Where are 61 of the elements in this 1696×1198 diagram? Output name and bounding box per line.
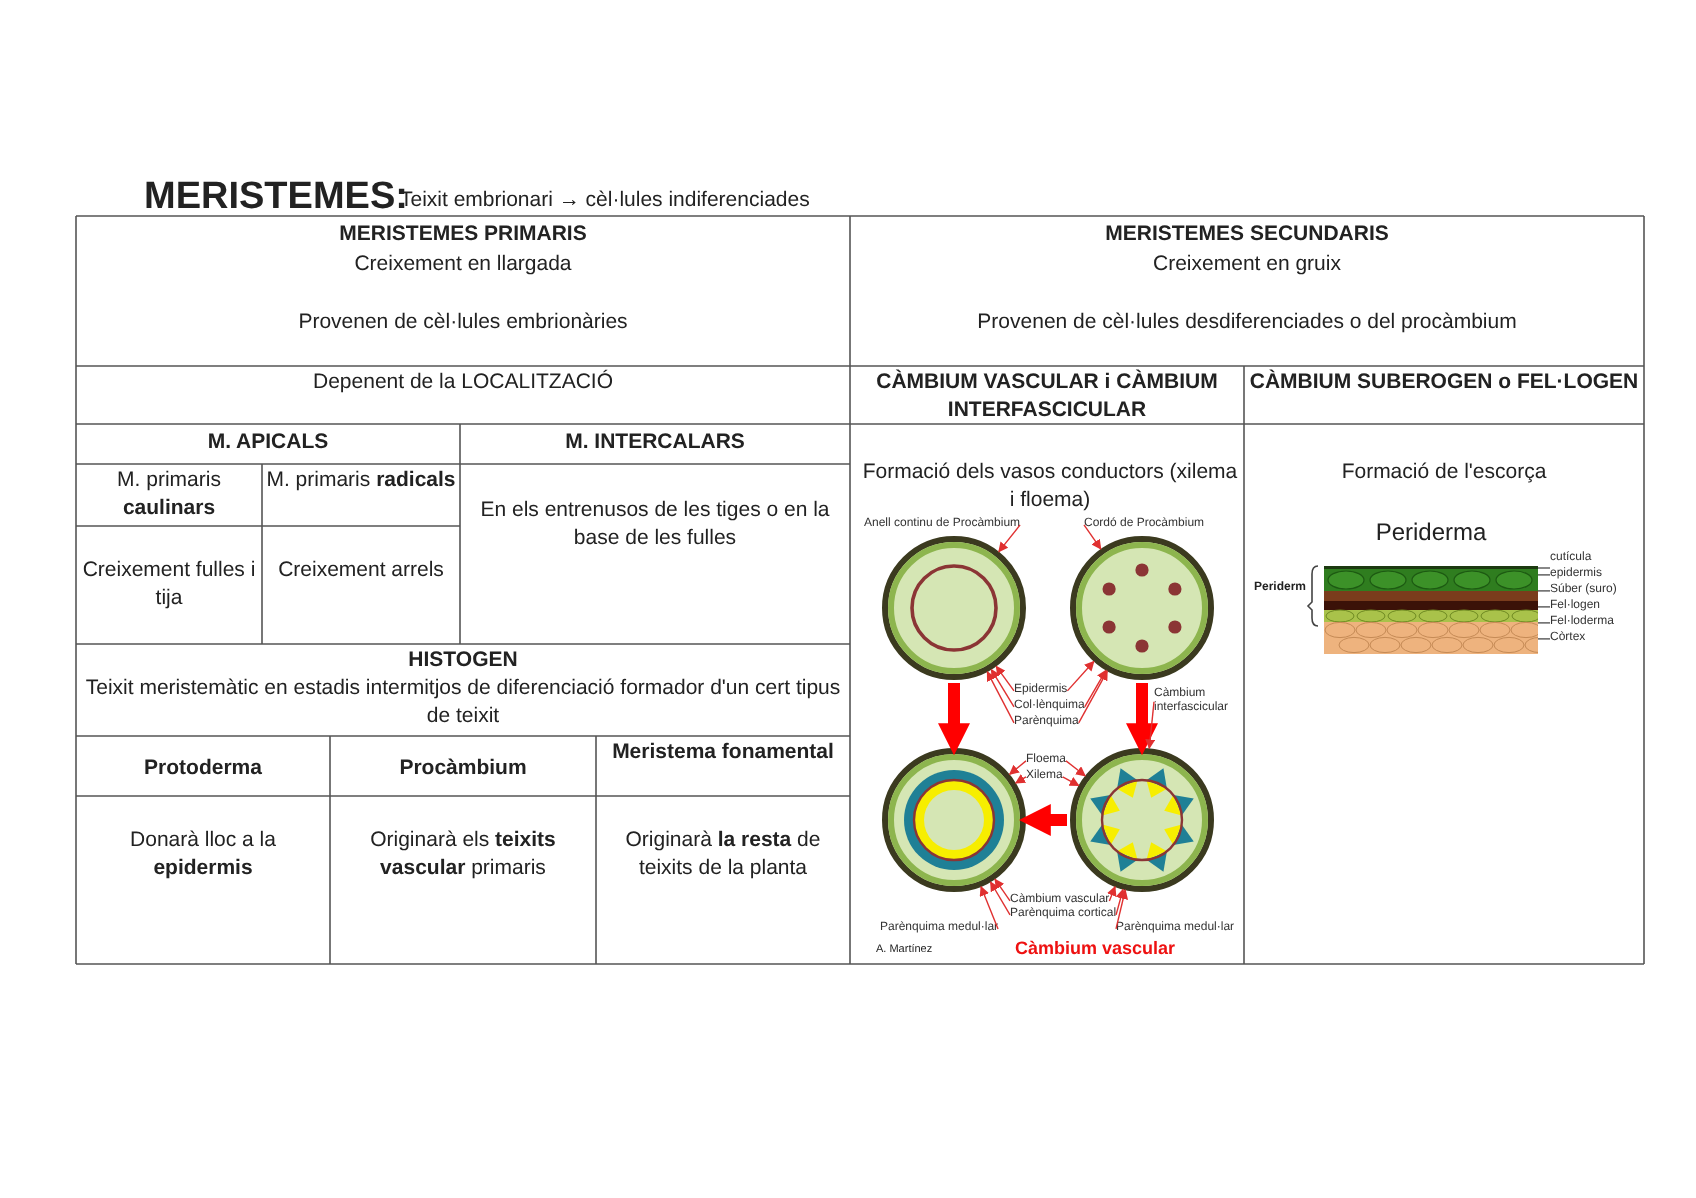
table-text: M. primaris caulinars xyxy=(115,466,223,523)
column-heading: Procàmbium xyxy=(397,754,529,783)
column-heading: Protoderma xyxy=(142,754,264,783)
leader-line xyxy=(1537,590,1551,592)
leader-line xyxy=(1065,760,1086,777)
table-text: M. primaris radicals xyxy=(264,466,458,495)
leader-line xyxy=(1537,606,1551,608)
leader-line xyxy=(994,878,1011,902)
leader-line xyxy=(1537,567,1551,569)
leader-line xyxy=(1537,622,1551,624)
table-text: Teixit meristemàtic en estadis intermitjos de diferenciació formador d'un cert tipus de teixit xyxy=(83,674,843,731)
table-text: Creixement arrels xyxy=(276,556,446,585)
table-text: En els entrenusos de les tiges o en la base de les fulles xyxy=(478,496,832,553)
leader-line xyxy=(989,881,1011,916)
column-heading: CÀMBIUM SUBEROGEN o FEL·LOGEN xyxy=(1247,368,1641,397)
stem-cross-section-drawing xyxy=(882,536,1026,680)
leader-line xyxy=(990,668,1015,708)
leader-line xyxy=(995,665,1015,692)
block-arrow xyxy=(938,683,970,756)
column-heading: M. INTERCALARS xyxy=(563,428,747,457)
leader-line xyxy=(1145,701,1156,750)
table-text: Provenen de cèl·lules embrionàries xyxy=(296,308,630,337)
leader-line xyxy=(1107,885,1117,902)
block-arrow xyxy=(1126,683,1158,756)
column-heading: MERISTEMES SECUNDARIS xyxy=(1103,220,1391,249)
leader-line xyxy=(1537,574,1551,576)
column-heading: CÀMBIUM VASCULAR i CÀMBIUM INTERFASCICULAR xyxy=(874,368,1220,425)
table-text: Creixement en gruix xyxy=(1151,250,1343,279)
drawing-caption: Càmbium vascular xyxy=(1012,940,1178,960)
leader-line xyxy=(1115,888,1126,916)
table-text: Depenent de la LOCALITZACIÓ xyxy=(311,368,615,397)
leader-line xyxy=(1014,774,1027,784)
table-text: Creixement en llargada xyxy=(352,250,574,279)
table-text: Provenen de cèl·lules desdiferenciades o del procàmbium xyxy=(975,308,1519,337)
leader-line xyxy=(1008,760,1027,775)
leader-line xyxy=(998,524,1021,553)
table-text: Originarà els teixits vascular primaris xyxy=(368,826,558,883)
column-heading: MERISTEMES PRIMARIS xyxy=(337,220,589,249)
table-text: Creixement fulles i tija xyxy=(80,556,258,613)
table-text: Formació dels vasos conductors (xilema i floema) xyxy=(860,458,1240,515)
stem-cross-section-drawing xyxy=(1070,748,1214,892)
leader-line xyxy=(1062,776,1080,787)
leader-line xyxy=(1084,669,1107,708)
column-heading: Meristema fonamental xyxy=(610,738,836,767)
leader-line xyxy=(979,885,999,930)
drawing-title: Periderma xyxy=(1373,516,1489,549)
stem-cross-section-drawing xyxy=(1070,536,1214,680)
table-text: Formació de l'escorça xyxy=(1339,458,1549,487)
table-text: Originarà la resta de teixits de la planta xyxy=(623,826,823,883)
block-arrow xyxy=(1018,804,1067,836)
leader-line xyxy=(1083,524,1102,550)
table-text: Donarà lloc a la epidermis xyxy=(128,826,278,883)
leader-line xyxy=(1066,660,1095,692)
leader-line xyxy=(986,670,1015,724)
leader-line xyxy=(1115,889,1129,930)
section-heading: HISTOGEN xyxy=(406,646,520,675)
stem-cross-section-drawing xyxy=(882,748,1026,892)
column-heading: M. APICALS xyxy=(205,428,331,457)
leader-line xyxy=(1537,638,1551,640)
leader-line xyxy=(1078,670,1108,724)
periderm-layers-drawing xyxy=(1324,566,1538,654)
